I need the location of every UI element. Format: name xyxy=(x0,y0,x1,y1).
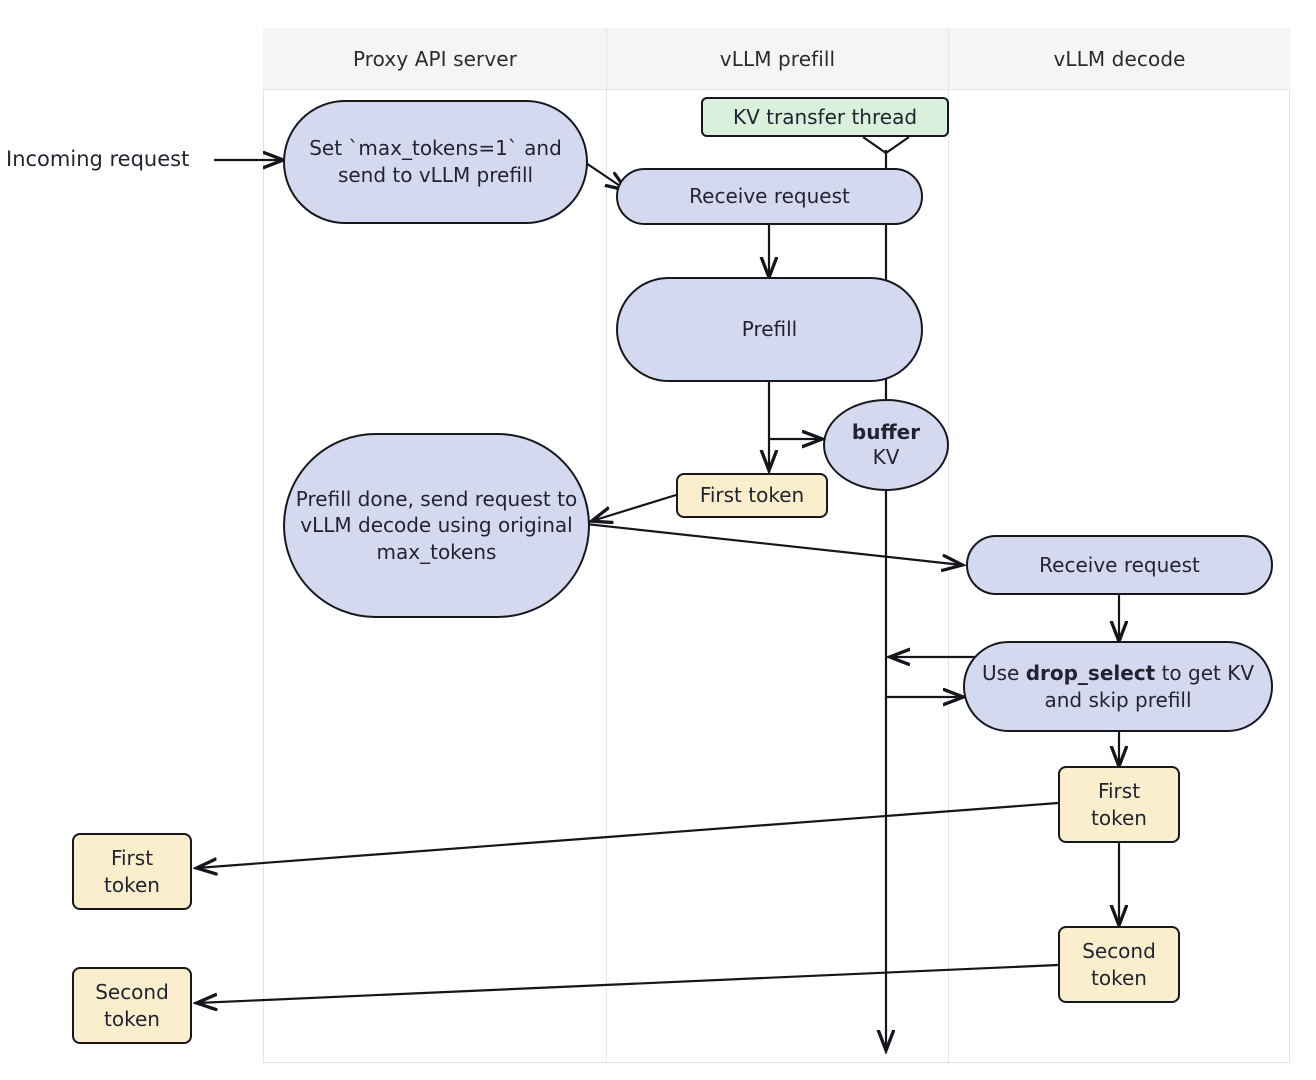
node-proxy-first-token-line2: token xyxy=(104,872,160,897)
node-proxy-second-token[interactable]: Second token xyxy=(72,967,192,1044)
lane-title-prefill: vLLM prefill xyxy=(719,47,836,71)
node-prefill-receive-request-label: Receive request xyxy=(689,184,850,209)
node-proxy-first-token-line1: First xyxy=(110,846,154,871)
node-prefill-done-label: Prefill done, send request to vLLM decod… xyxy=(295,486,578,564)
node-set-max-tokens[interactable]: Set `max_tokens=1` and send to vLLM pref… xyxy=(283,100,588,224)
node-proxy-second-token-line1: Second xyxy=(95,980,169,1005)
lane-title-proxy: Proxy API server xyxy=(352,47,518,71)
node-drop-select-prefix: Use xyxy=(981,660,1026,685)
node-prefill[interactable]: Prefill xyxy=(616,277,923,382)
node-decode-first-token-line2: token xyxy=(1091,805,1147,830)
node-prefill-receive-request[interactable]: Receive request xyxy=(616,168,923,225)
node-drop-select[interactable]: Use drop_select to get KV and skip prefi… xyxy=(963,641,1273,732)
node-drop-select-suffix: to get KV and skip prefill xyxy=(1044,660,1255,712)
node-set-max-tokens-label: Set `max_tokens=1` and send to vLLM pref… xyxy=(309,136,562,187)
lane-header-band xyxy=(263,28,1290,90)
node-decode-second-token-line1: Second xyxy=(1082,939,1156,964)
node-decode-first-token-line1: First xyxy=(1097,779,1141,804)
node-proxy-second-token-line2: token xyxy=(104,1006,160,1031)
node-decode-first-token[interactable]: First token xyxy=(1058,766,1180,843)
node-prefill-first-token-label: First token xyxy=(699,483,805,508)
node-drop-select-label: Use drop_select to get KV and skip prefi… xyxy=(975,660,1261,713)
node-buffer-kv-subtitle: KV xyxy=(872,445,900,469)
node-prefill-first-token[interactable]: First token xyxy=(676,473,828,518)
node-drop-select-keyword: drop_select xyxy=(1025,660,1156,685)
node-proxy-first-token[interactable]: First token xyxy=(72,833,192,910)
node-kv-transfer-thread[interactable]: KV transfer thread xyxy=(701,97,949,137)
node-prefill-done[interactable]: Prefill done, send request to vLLM decod… xyxy=(283,433,590,618)
lane-divider-proxy-prefill xyxy=(606,28,607,1063)
node-decode-receive-request[interactable]: Receive request xyxy=(966,535,1273,595)
node-kv-transfer-thread-label: KV transfer thread xyxy=(732,104,918,129)
incoming-request-label: Incoming request xyxy=(6,147,190,171)
node-decode-second-token-line2: token xyxy=(1091,965,1147,990)
node-decode-second-token[interactable]: Second token xyxy=(1058,926,1180,1003)
node-decode-receive-request-label: Receive request xyxy=(1039,552,1200,577)
node-buffer-kv-title: buffer xyxy=(851,420,921,444)
node-buffer-kv[interactable]: buffer KV xyxy=(823,399,949,491)
lane-divider-prefill-decode xyxy=(948,28,949,1063)
node-prefill-label: Prefill xyxy=(741,317,798,342)
lane-title-decode: vLLM decode xyxy=(1053,47,1186,71)
